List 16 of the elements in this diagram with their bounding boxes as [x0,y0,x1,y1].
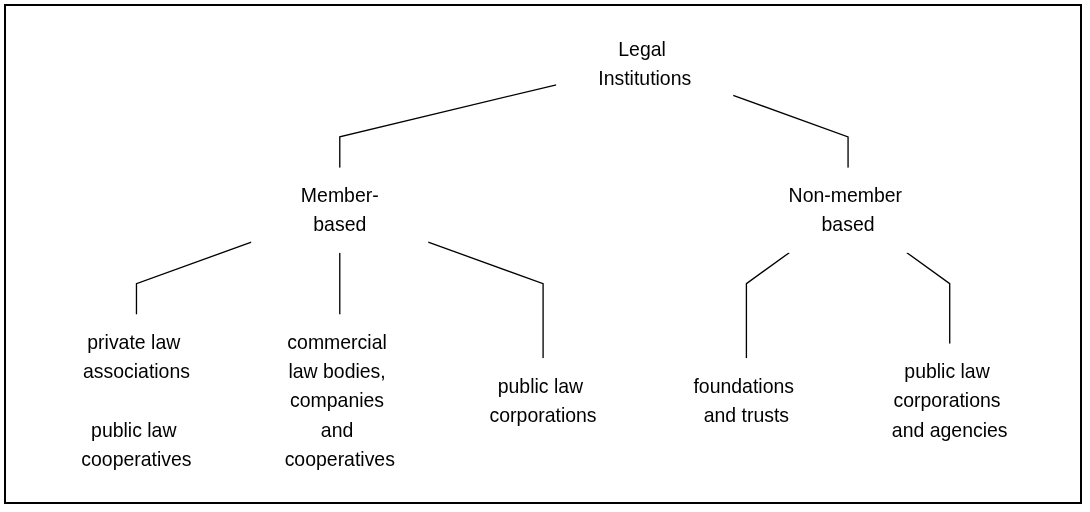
connector [745,252,790,359]
node-text: private law associations public law cooperatives [81,331,192,471]
connector [339,84,557,169]
diagram-frame: Legal Institutions Member-based Non-member based private law associations public law cooperatives commercial law bodies, companies and cooperatives public law corporations foundations and trusts public law corporations and agencies [4,4,1082,504]
connector [135,241,252,316]
node-text: foundations and trusts [693,375,794,427]
node-text: public law corporations and agencies [891,360,1008,441]
connector [732,94,849,169]
node-text: Member-based [300,184,379,236]
node-text: public law corporations [489,375,597,427]
connector [339,252,341,316]
connector [427,241,544,359]
connector [906,252,951,345]
node-text: commercial law bodies, companies and cooperatives [284,331,395,471]
node-text: Legal Institutions [598,37,692,90]
node-text: Non-member based [788,184,902,236]
